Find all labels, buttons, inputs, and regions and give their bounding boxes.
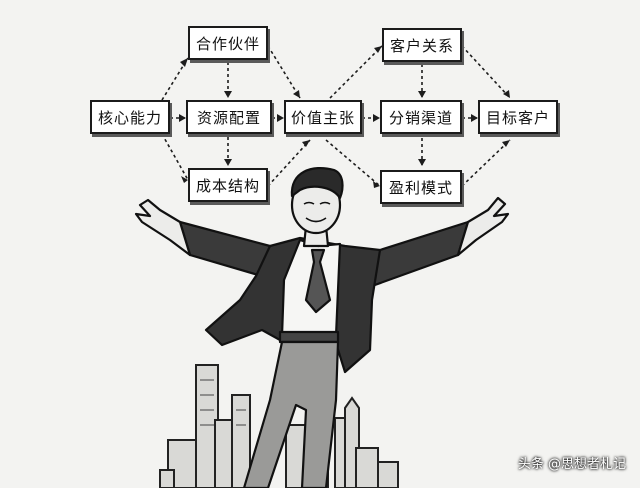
diagram-arrowheads [179, 46, 510, 188]
node-partners: 合作伙伴 [188, 26, 268, 60]
node-core-competency: 核心能力 [90, 100, 170, 134]
node-value-proposition: 价值主张 [284, 100, 362, 134]
node-target-customers: 目标客户 [478, 100, 558, 134]
watermark: 头条 @思想者札记 [517, 457, 626, 472]
businessman-illustration [134, 166, 510, 488]
node-distribution-channels: 分销渠道 [380, 100, 462, 134]
node-profit-model: 盈利模式 [380, 170, 462, 204]
node-cost-structure: 成本结构 [188, 168, 268, 202]
node-customer-relationships: 客户关系 [382, 28, 462, 62]
node-resource-allocation: 资源配置 [186, 100, 272, 134]
